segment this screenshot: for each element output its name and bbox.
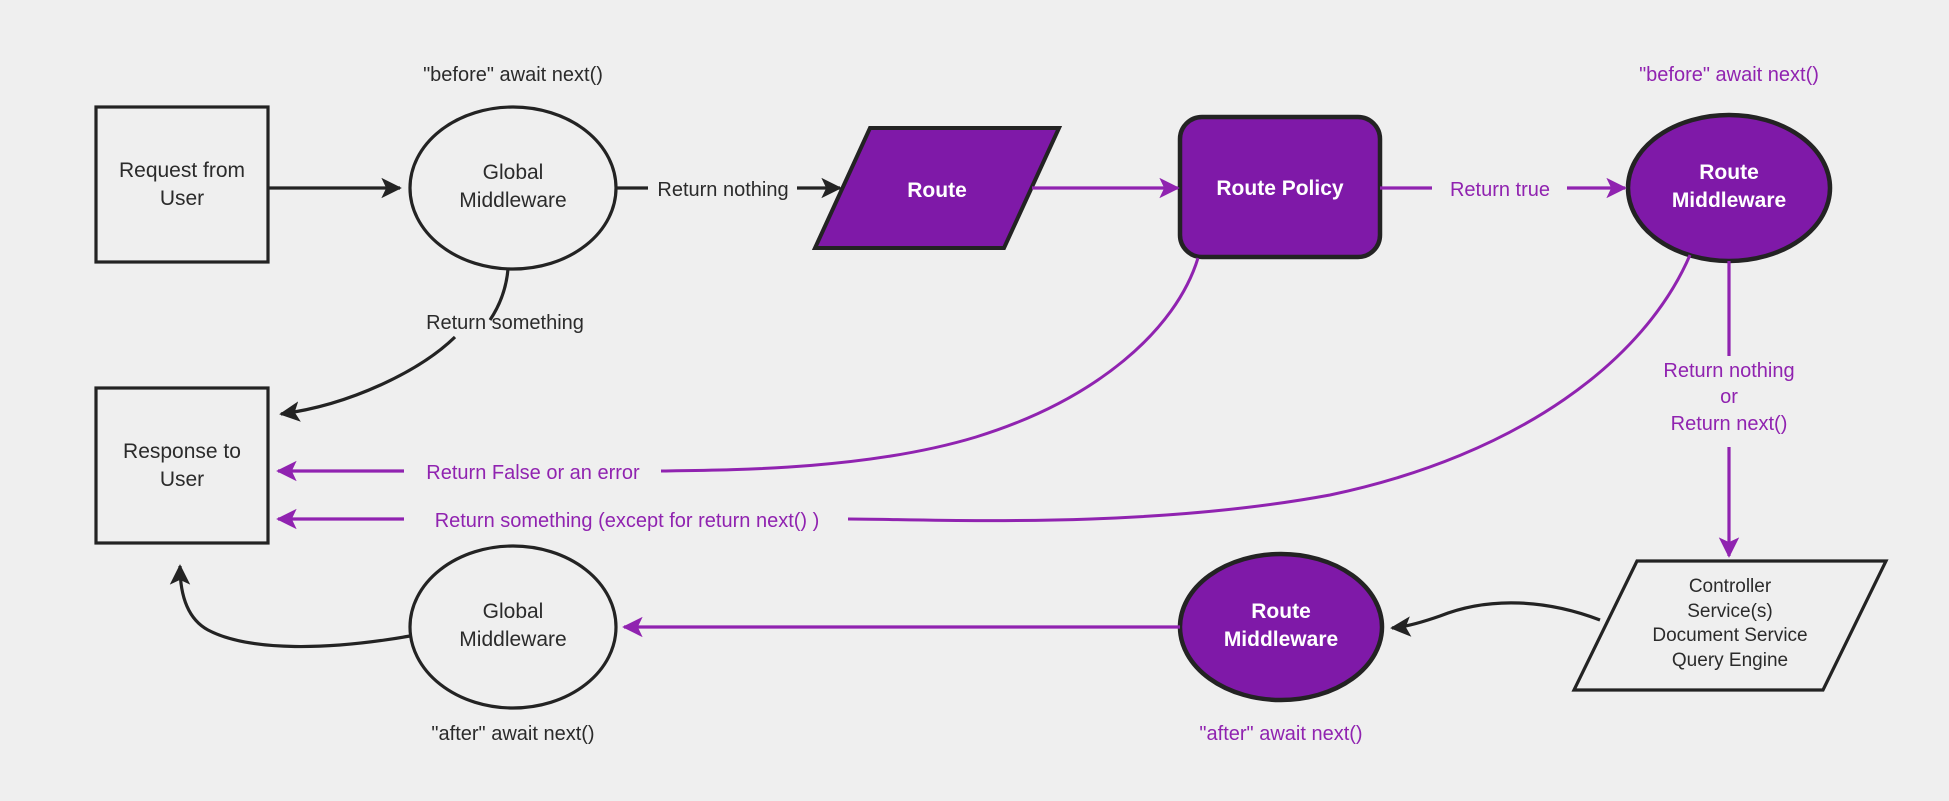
node-route-middleware-bottom xyxy=(1177,551,1385,703)
node-request-from-user xyxy=(94,105,270,264)
edge-controller-to-route-middleware-bottom xyxy=(1390,601,1601,637)
edge-global-middleware-return-something-lower xyxy=(279,335,457,422)
node-route xyxy=(811,126,1063,250)
edge-route-middleware-return-something-curve xyxy=(847,254,1692,523)
node-route-middleware-top xyxy=(1625,112,1833,264)
node-route-policy xyxy=(1177,114,1383,260)
node-global-middleware-top xyxy=(408,105,618,271)
edge-global-middleware-bottom-to-response xyxy=(169,564,411,649)
edge-global-middleware-return-something-upper xyxy=(488,268,510,321)
node-controller-services xyxy=(1571,559,1889,692)
node-response-to-user xyxy=(94,386,270,545)
node-global-middleware-bottom xyxy=(408,544,618,710)
edge-route-policy-return-false-curve xyxy=(660,257,1200,473)
